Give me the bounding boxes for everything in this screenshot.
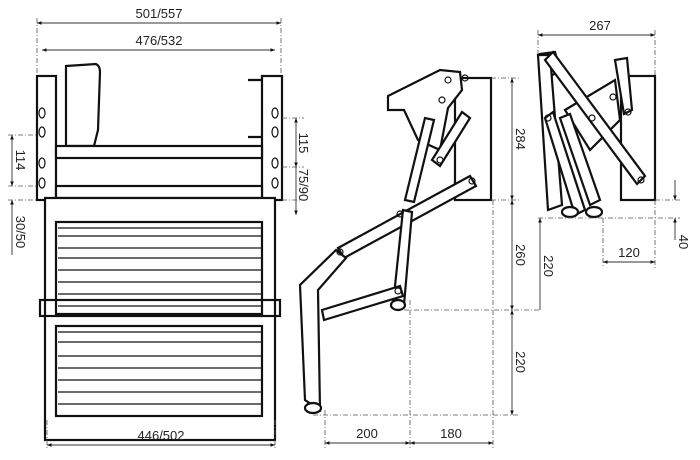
folded-depth-label: 267: [589, 18, 611, 33]
overall-width-label: 501/557: [136, 6, 183, 21]
step1-drop-label: 260: [513, 244, 528, 266]
step-width-label: 446/502: [138, 428, 185, 443]
motor-housing: [64, 62, 102, 148]
folded-view: 267 120 40 220: [536, 18, 691, 310]
right-offset-label: 75/90: [296, 169, 311, 202]
inner-width-label: 476/532: [136, 33, 183, 48]
left-side-plate: [35, 74, 58, 202]
reach-1-label: 200: [356, 426, 378, 441]
foot-width-label: 120: [618, 245, 640, 260]
step-frame: [43, 196, 277, 442]
hole-spacing-left-label: 114: [13, 150, 28, 171]
motor-housing-side: [386, 68, 464, 152]
lower-step-arm: [298, 248, 348, 413]
reach-2-label: 180: [440, 426, 462, 441]
front-view: 501/557 476/532 446/502 114 30/50: [8, 6, 311, 448]
bracket-height-label: 284: [513, 128, 528, 150]
ground-clearance-label: 40: [676, 235, 691, 249]
left-offset-label: 30/50: [13, 216, 28, 249]
side-view: 284 260 220 200 180: [298, 68, 540, 450]
first-drop-label: 220: [541, 255, 556, 277]
hole-spacing-right-label: 115: [296, 133, 311, 154]
step2-drop-label: 220: [513, 351, 528, 373]
